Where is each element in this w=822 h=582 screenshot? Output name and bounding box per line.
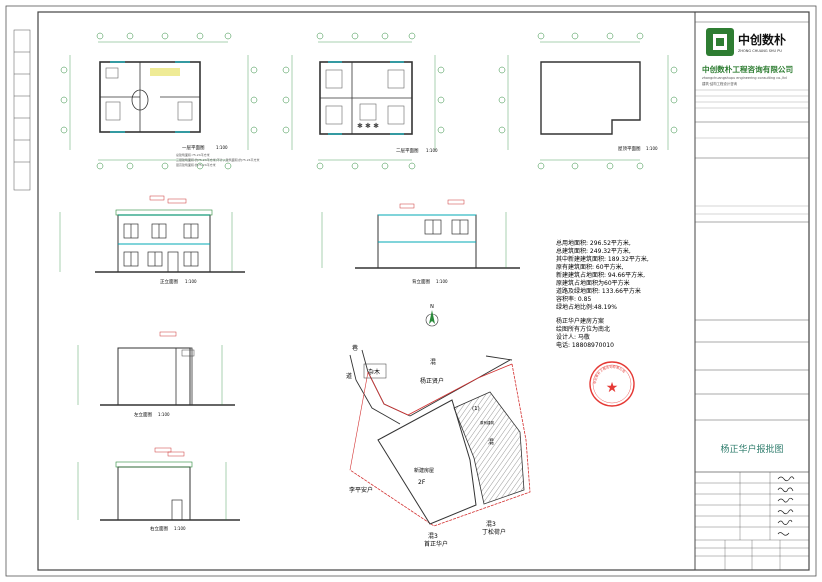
project-line-2: 绘图所有方位为南北	[556, 325, 610, 333]
logo-cn: 中创数朴	[738, 32, 786, 47]
north-arrow-icon: N	[425, 304, 439, 327]
title-block: 中创数朴 ZHONG CHUANG SHU PU 中创数朴工程咨询有限公司 zh…	[694, 21, 810, 571]
elev-s-title: 正立面图	[160, 278, 178, 285]
elev-e-scale: 1:100	[174, 526, 186, 531]
stat-line-5: 新建建筑占地面积: 94.66平方米,	[556, 271, 645, 279]
seal-star-icon: ★	[606, 380, 619, 396]
plan3-scale: 1:100	[646, 146, 658, 151]
second-floor-plan: ✱ ✱ ✱ 二层平面图 1:100	[282, 32, 445, 170]
site-old-building-note: 原有建筑	[480, 420, 494, 425]
site-neighbor-s2-a: 混3	[486, 520, 496, 528]
site-neighbor-e: 混	[488, 438, 494, 446]
plan1-scale: 1:100	[216, 145, 228, 150]
stat-line-8: 容积率: 0.85	[556, 295, 591, 303]
site-neighbor-n-b: 杨正贤户	[420, 377, 444, 385]
right-elevation: 右立面图 1:100	[77, 447, 240, 532]
inner-border	[37, 11, 810, 571]
stat-line-6: 原建筑占地面积为60平方米	[556, 279, 630, 287]
roof-plan: 屋顶平面图 1:100	[498, 32, 678, 170]
company-seal: ★ 中创数朴工程咨询有限公司	[589, 361, 635, 407]
stat-line-4: 原有建筑面积: 60平方米,	[556, 263, 624, 271]
logo-en: ZHONG CHUANG SHU PU	[738, 49, 782, 53]
site-neighbor-n-a: 混	[430, 358, 436, 366]
site-neighbor-s1-a: 混3	[428, 532, 438, 540]
site-road2-label: 道	[346, 372, 352, 380]
site-neighbor-s1-b: 首正华户	[424, 540, 448, 548]
plan3-title: 屋顶平面图	[618, 146, 641, 152]
plan1-note-1: 总建筑面积:75.24平方米	[176, 152, 210, 157]
drawing-title: 杨正华户报批图	[720, 443, 783, 455]
elev-n-title: 背立面图	[412, 278, 430, 285]
company-name: 中创数朴工程咨询有限公司	[702, 64, 793, 74]
plan1-note-3: 层高建筑面积:约75.24平方米	[176, 162, 216, 167]
back-elevation: 背立面图 1:100	[321, 199, 520, 285]
ground-floor-plan: 一层平面图 1:100 总建筑面积:75.24平方米 三层建筑面积:约75.24…	[60, 32, 260, 170]
site-old-building: (1)	[472, 406, 480, 412]
elev-w-scale: 1:100	[158, 412, 170, 417]
site-road-label: 巷	[352, 344, 358, 352]
project-line-4: 电话: 18808970010	[556, 341, 614, 349]
north-label: N	[430, 304, 434, 310]
stat-line-7: 道路及绿地面积: 133.66平方米	[556, 287, 641, 295]
elev-w-title: 左立面图	[134, 411, 152, 418]
elev-s-scale: 1:100	[185, 279, 197, 284]
plan1-title: 一层平面图	[182, 145, 205, 151]
area-statistics: 总用地面积: 296.52平方米, 总建筑面积: 249.32平方米, 其中新建…	[556, 239, 649, 349]
plan2-scale: 1:100	[426, 148, 438, 153]
outer-border	[5, 5, 817, 577]
site-building-name: 新建房屋	[414, 467, 434, 474]
stat-line-3: 其中新建建筑面积: 189.32平方米,	[556, 255, 649, 263]
balcony-pattern: ✱ ✱ ✱	[357, 122, 379, 130]
site-plan: N 巷 道 杂木 混 杨正贤户 李平安户 新建房屋 2F 混	[346, 304, 531, 548]
site-building-floors: 2F	[418, 479, 426, 486]
elev-n-scale: 1:100	[436, 279, 448, 284]
plan2-title: 二层平面图	[396, 148, 419, 154]
project-line-1: 杨正华户建房方案	[556, 317, 604, 325]
company-logo-icon	[706, 28, 734, 56]
project-line-3: 设计人: 马敬	[556, 333, 590, 341]
binding-strip	[13, 29, 31, 191]
site-neighbor-s2-b: 丁松荷户	[482, 528, 506, 536]
front-elevation: 正立面图 1:100	[59, 195, 245, 285]
stat-line-9: 绿地占地比例:48.19%	[556, 303, 617, 311]
site-neighbor-w: 李平安户	[349, 486, 373, 494]
signatures	[777, 476, 795, 536]
site-wood-label: 杂木	[368, 368, 380, 376]
company-desc: 建筑·结构工程设计咨询	[702, 81, 738, 86]
existing-building	[453, 391, 525, 505]
elev-e-title: 右立面图	[150, 525, 168, 532]
stat-line-2: 总建筑面积: 249.32平方米,	[556, 247, 631, 255]
plan1-note-2: 三层建筑面积:约75.24平方米(不计入建筑面积)约75.24平方米	[176, 157, 260, 162]
company-web: zhongchuangshupu engineering consulting …	[702, 76, 787, 80]
left-elevation: 左立面图 1:100	[77, 331, 235, 418]
stat-line-1: 总用地面积: 296.52平方米,	[556, 239, 631, 247]
